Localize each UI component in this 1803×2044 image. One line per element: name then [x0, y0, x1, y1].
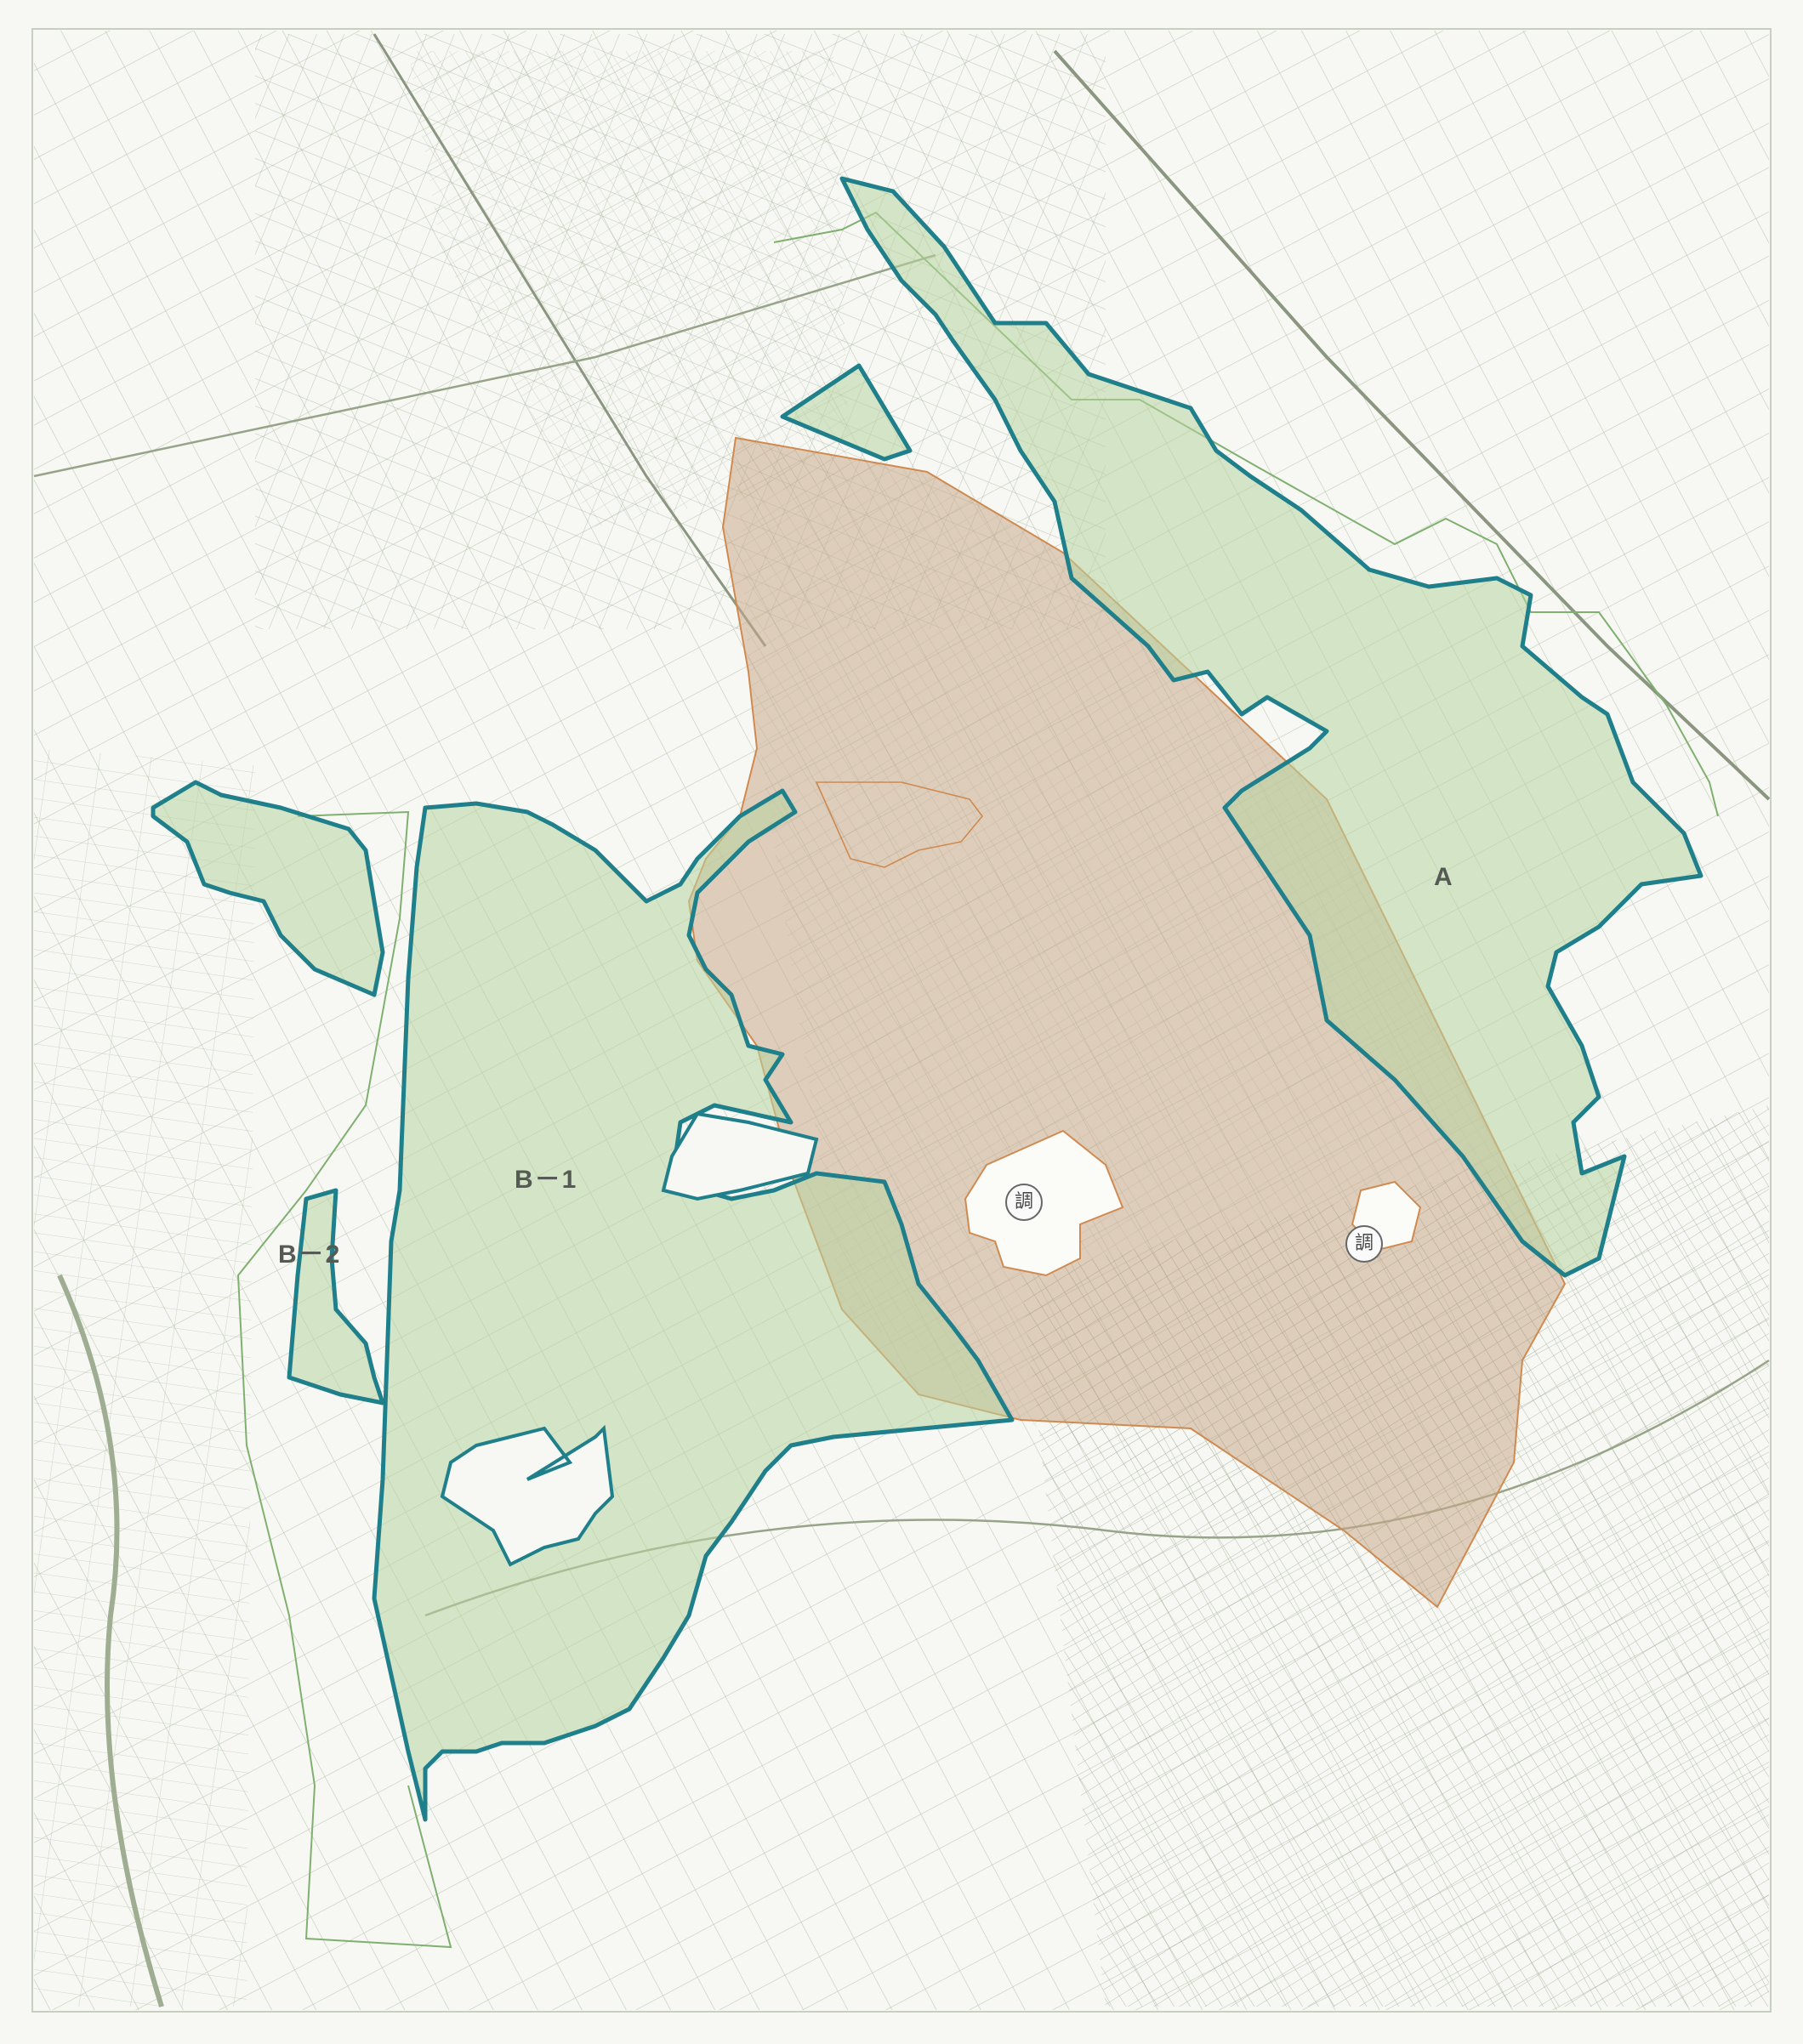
- enclave-center: [964, 1129, 1124, 1277]
- survey-marker-1: 調: [1005, 1184, 1043, 1221]
- railway-line-east: [1053, 49, 1771, 801]
- zone-a-label: A: [1434, 863, 1454, 891]
- survey-marker-2: 調: [1345, 1225, 1383, 1263]
- railway-line-north: [373, 33, 767, 647]
- zone-b1: [372, 788, 1015, 1822]
- zone-a-small-area: [780, 363, 913, 462]
- zone-b1-hole-north: [661, 1111, 819, 1201]
- zone-b2-south: [287, 1188, 385, 1405]
- zone-b2-label: B－2: [278, 1241, 342, 1269]
- zone-b1-hole-south: [440, 1424, 615, 1567]
- rice-field-area-west: [34, 748, 255, 2007]
- zone-a: [839, 176, 1703, 1278]
- zone-b2-north: [151, 780, 385, 997]
- zone-b1-label: B－1: [515, 1166, 578, 1194]
- river-west: [57, 1274, 164, 2007]
- map-border: [31, 28, 1772, 2013]
- dense-urban-north: [408, 51, 850, 527]
- thin-boundary-west: [236, 810, 452, 1949]
- road-west-1: [33, 253, 936, 478]
